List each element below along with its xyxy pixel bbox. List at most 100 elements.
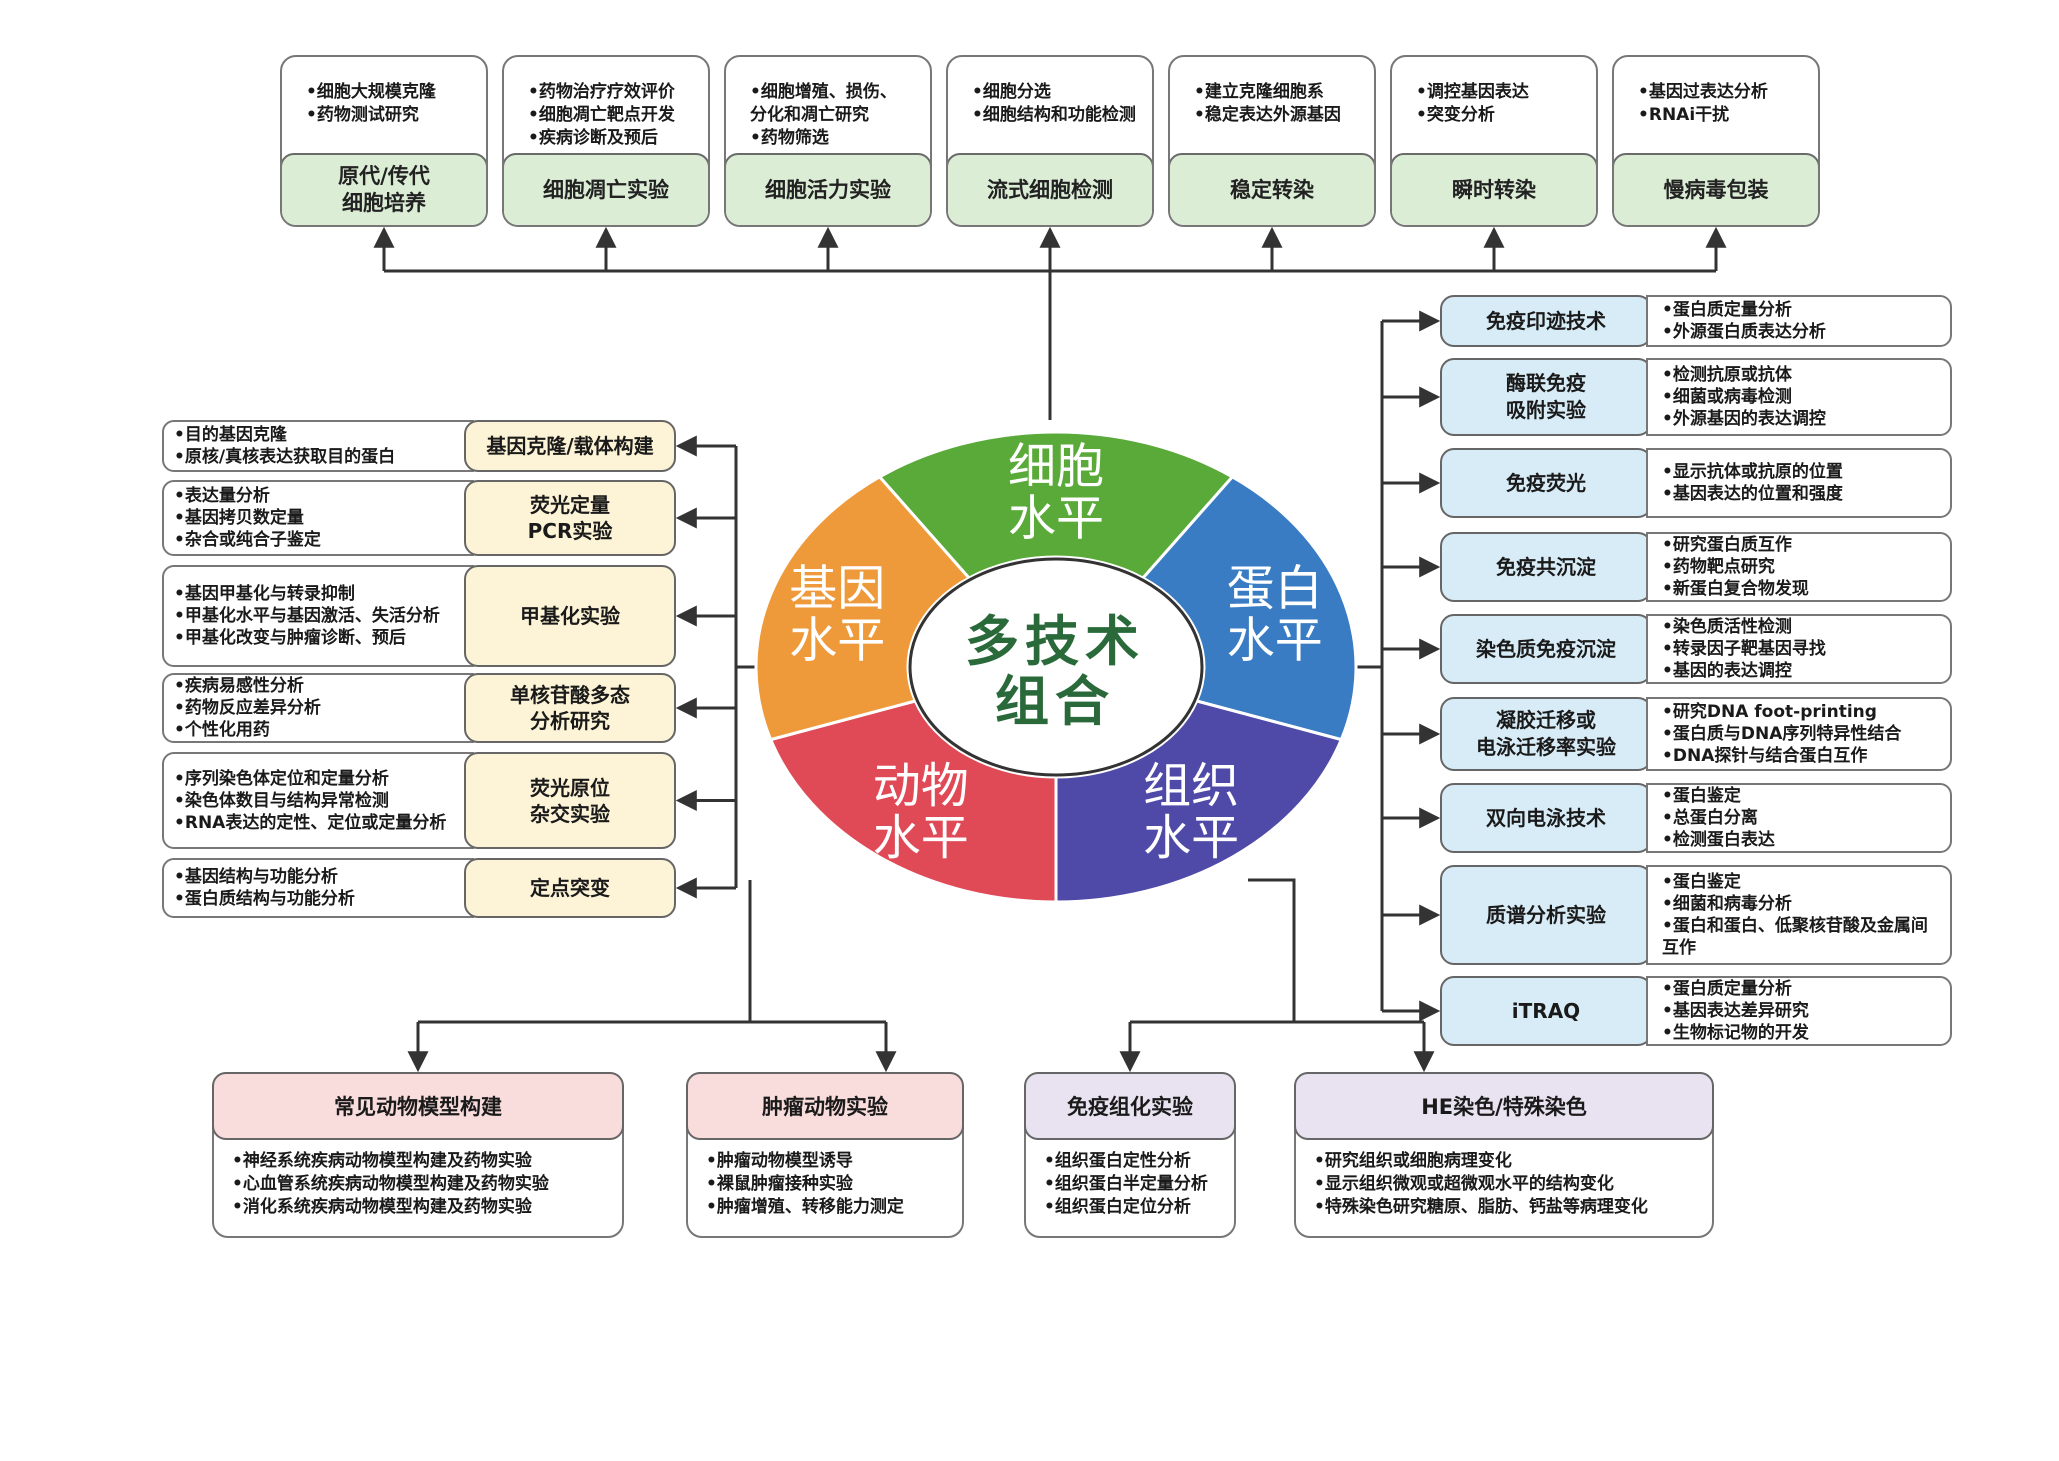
right-item-0: •显示抗体或抗原的位置 bbox=[1662, 462, 1843, 482]
top-item-1: 分化和凋亡研究 bbox=[750, 105, 869, 125]
right-title-1: 酶联免疫吸附实验 bbox=[1440, 358, 1652, 436]
top-card-desc: •调控基因表达•突变分析 bbox=[1392, 57, 1596, 151]
right-title-line-0: 质谱分析实验 bbox=[1486, 902, 1606, 927]
left-item-2: •杂合或纯合子鉴定 bbox=[174, 530, 321, 550]
top-item-2: •药物筛选 bbox=[750, 128, 829, 148]
top-card-title: 稳定转染 bbox=[1170, 153, 1374, 225]
left-title-line-0: 荧光原位 bbox=[530, 775, 610, 800]
right-item-0: •蛋白质定量分析 bbox=[1662, 979, 1792, 999]
center-title: 多技术 组合 bbox=[925, 612, 1185, 752]
right-item-1: •基因表达的位置和强度 bbox=[1662, 484, 1843, 504]
top-card-desc: •药物治疗疗效评价•细胞凋亡靶点开发•疾病诊断及预后 bbox=[504, 57, 708, 151]
left-item-0: •目的基因克隆 bbox=[174, 425, 287, 445]
right-item-1: •细菌和病毒分析 bbox=[1662, 894, 1792, 914]
bottom-item-2: •消化系统疾病动物模型构建及药物实验 bbox=[232, 1197, 532, 1217]
top-item-1: •稳定表达外源基因 bbox=[1194, 105, 1341, 125]
top-card-title: 细胞活力实验 bbox=[726, 153, 930, 225]
top-item-1: •药物测试研究 bbox=[306, 105, 419, 125]
top-item-0: •细胞大规模克隆 bbox=[306, 82, 436, 102]
right-title-7: 质谱分析实验 bbox=[1440, 865, 1652, 965]
right-desc-0: •蛋白质定量分析•外源蛋白质表达分析 bbox=[1646, 295, 1952, 347]
top-item-1: •突变分析 bbox=[1416, 105, 1495, 125]
right-title-5: 凝胶迁移或电泳迁移率实验 bbox=[1440, 697, 1652, 771]
right-desc-8: •蛋白质定量分析•基因表达差异研究•生物标记物的开发 bbox=[1646, 976, 1952, 1046]
bottom-card-title: 免疫组化实验 bbox=[1024, 1072, 1236, 1140]
top-card-3: •细胞分选 •细胞结构和功能检测流式细胞检测 bbox=[946, 55, 1154, 227]
right-desc-2: •显示抗体或抗原的位置•基因表达的位置和强度 bbox=[1646, 448, 1952, 518]
right-item-2: •DNA探针与结合蛋白互作 bbox=[1662, 746, 1868, 766]
top-item-1: •细胞凋亡靶点开发 bbox=[528, 105, 675, 125]
wheel-label-animal-2: 水平 bbox=[873, 810, 969, 866]
top-item-0: •细胞分选 bbox=[972, 82, 1051, 102]
left-title-line-0: 荧光定量 bbox=[530, 493, 610, 517]
bottom-item-0: •肿瘤动物模型诱导 bbox=[706, 1151, 853, 1171]
left-title-line-0: 甲基化实验 bbox=[520, 604, 620, 628]
left-title-0: 基因克隆/载体构建 bbox=[464, 420, 676, 472]
top-card-title: 瞬时转染 bbox=[1392, 153, 1596, 225]
wheel-segment-protein bbox=[1140, 474, 1358, 742]
bottom-item-2: •特殊染色研究糖原、脂肪、钙盐等病理变化 bbox=[1314, 1197, 1648, 1217]
left-item-0: •基因结构与功能分析 bbox=[174, 867, 338, 887]
top-title-0: 瞬时转染 bbox=[1452, 177, 1536, 202]
top-card-title: 原代/传代细胞培养 bbox=[282, 153, 486, 225]
right-title-0: 免疫印迹技术 bbox=[1440, 295, 1652, 347]
left-item-1: •甲基化水平与基因激活、失活分析 bbox=[174, 606, 440, 626]
top-card-1: •药物治疗疗效评价•细胞凋亡靶点开发•疾病诊断及预后细胞凋亡实验 bbox=[502, 55, 710, 227]
bottom-card-desc: •神经系统疾病动物模型构建及药物实验 •心血管系统疾病动物模型构建及药物实验 •消化… bbox=[214, 1150, 622, 1219]
top-title-0: 细胞活力实验 bbox=[765, 177, 891, 202]
right-item-0: •蛋白鉴定 bbox=[1662, 872, 1741, 892]
bottom-item-1: •裸鼠肿瘤接种实验 bbox=[706, 1174, 853, 1194]
center-title-line1: 多技术 bbox=[965, 610, 1145, 673]
left-item-1: •药物反应差异分析 bbox=[174, 698, 321, 718]
bottom-item-0: •神经系统疾病动物模型构建及药物实验 bbox=[232, 1151, 532, 1171]
bottom-card-2: 免疫组化实验 •组织蛋白定性分析•组织蛋白半定量分析•组织蛋白定位分析 bbox=[1024, 1072, 1236, 1238]
bottom-card-title: HE染色/特殊染色 bbox=[1294, 1072, 1714, 1140]
bottom-item-1: •心血管系统疾病动物模型构建及药物实验 bbox=[232, 1174, 549, 1194]
bottom-card-0: 常见动物模型构建•神经系统疾病动物模型构建及药物实验•心血管系统疾病动物模型构建… bbox=[212, 1072, 624, 1238]
center-title-line2: 组合 bbox=[995, 670, 1115, 733]
top-card-desc: •细胞分选 •细胞结构和功能检测 bbox=[948, 57, 1152, 151]
right-item-2: •新蛋白复合物发现 bbox=[1662, 579, 1809, 599]
bottom-item-2: •组织蛋白定位分析 bbox=[1044, 1197, 1191, 1217]
top-title-1: 细胞培养 bbox=[342, 191, 426, 215]
top-card-desc: •基因过表达分析•RNAi干扰 bbox=[1614, 57, 1818, 151]
left-title-line-1: PCR实验 bbox=[527, 519, 613, 543]
right-item-1: •药物靶点研究 bbox=[1662, 557, 1775, 577]
left-item-1: •染色体数目与结构异常检测 bbox=[174, 790, 389, 811]
top-card-2: •细胞增殖、损伤、分化和凋亡研究 •药物筛选细胞活力实验 bbox=[724, 55, 932, 227]
left-title-5: 定点突变 bbox=[464, 858, 676, 918]
left-desc-2: •基因甲基化与转录抑制•甲基化水平与基因激活、失活分析•甲基化改变与肿瘤诊断、预… bbox=[162, 565, 474, 667]
left-desc-3: •疾病易感性分析•药物反应差异分析•个性化用药 bbox=[162, 673, 474, 743]
right-title-line-1: 吸附实验 bbox=[1506, 398, 1586, 422]
top-title-0: 稳定转染 bbox=[1230, 177, 1314, 202]
top-item-0: •药物治疗疗效评价 bbox=[528, 82, 675, 102]
top-title-0: 流式细胞检测 bbox=[987, 177, 1113, 202]
right-title-line-0: 酶联免疫 bbox=[1506, 371, 1586, 395]
right-desc-6: •蛋白鉴定•总蛋白分离•检测蛋白表达 bbox=[1646, 783, 1952, 853]
right-item-1: •转录因子靶基因寻找 bbox=[1662, 639, 1826, 659]
wheel-label-protein-2: 水平 bbox=[1227, 612, 1323, 668]
right-item-0: •染色质活性检测 bbox=[1662, 617, 1792, 637]
left-item-1: •蛋白质结构与功能分析 bbox=[174, 889, 355, 909]
right-item-2: •检测蛋白表达 bbox=[1662, 830, 1775, 850]
right-item-2: •蛋白和蛋白、低聚核苷酸及金属间互作 bbox=[1662, 916, 1928, 958]
right-title-line-0: 染色质免疫沉淀 bbox=[1476, 636, 1616, 661]
top-card-desc: •建立克隆细胞系•稳定表达外源基因 bbox=[1170, 57, 1374, 151]
left-item-0: •表达量分析 bbox=[174, 486, 270, 506]
top-item-1: •细胞结构和功能检测 bbox=[972, 105, 1136, 125]
right-item-1: •基因表达差异研究 bbox=[1662, 1001, 1809, 1021]
top-item-0: •细胞增殖、损伤、 bbox=[750, 82, 897, 102]
left-item-0: •疾病易感性分析 bbox=[174, 676, 304, 696]
bottom-card-desc: •组织蛋白定性分析•组织蛋白半定量分析•组织蛋白定位分析 bbox=[1026, 1150, 1234, 1219]
wheel-center bbox=[908, 557, 1204, 777]
top-item-0: •基因过表达分析 bbox=[1638, 82, 1768, 102]
wheel-label-tissue-2: 水平 bbox=[1143, 810, 1239, 866]
bottom-card-3: HE染色/特殊染色•研究组织或细胞病理变化•显示组织微观或超微观水平的结构变化•… bbox=[1294, 1072, 1714, 1238]
bottom-card-desc: •肿瘤动物模型诱导•裸鼠肿瘤接种实验•肿瘤增殖、转移能力测定 bbox=[688, 1150, 962, 1219]
left-item-1: •原核/真核表达获取目的蛋白 bbox=[174, 447, 396, 467]
top-card-title: 细胞凋亡实验 bbox=[504, 153, 708, 225]
right-desc-3: •研究蛋白质互作•药物靶点研究•新蛋白复合物发现 bbox=[1646, 532, 1952, 602]
wheel-label-gene-1: 基因 bbox=[789, 560, 885, 616]
right-item-0: •研究蛋白质互作 bbox=[1662, 535, 1792, 555]
